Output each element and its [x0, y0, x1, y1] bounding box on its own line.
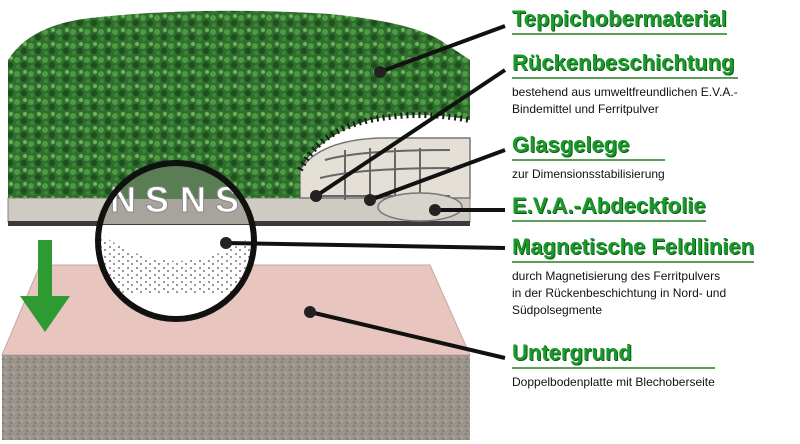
label-rueckenbeschichtung: Rückenbeschichtung bestehend aus umweltf…: [512, 50, 738, 118]
heading-underline: [512, 33, 727, 35]
magnet-letter: N: [180, 179, 206, 220]
floor-plate-side: [2, 355, 470, 440]
label-heading: Teppichobermaterial: [512, 6, 727, 31]
label-description: Doppelbodenplatte mit Blechoberseite: [512, 375, 715, 389]
label-heading: E.V.A.-Abdeckfolie: [512, 193, 706, 218]
heading-underline: [512, 77, 738, 79]
carpet-pile: [8, 10, 470, 198]
label-description: durch Magnetisierung des Ferritpulvers i…: [512, 269, 727, 317]
backing-coating-layer: [299, 137, 471, 199]
magnet-letter: S: [145, 179, 169, 220]
label-glasgelege: Glasgelege zur Dimensionsstabilisierung: [512, 132, 665, 183]
label-description: zur Dimensionsstabilisierung: [512, 167, 665, 181]
label-eva-abdeckfolie: E.V.A.-Abdeckfolie: [512, 193, 706, 222]
heading-underline: [512, 159, 665, 161]
label-description: bestehend aus umweltfreundlichen E.V.A.-…: [512, 85, 738, 116]
label-heading: Magnetische Feldlinien: [512, 234, 755, 259]
heading-underline: [512, 367, 715, 369]
label-teppichobermaterial: Teppichobermaterial: [512, 6, 727, 35]
label-untergrund: Untergrund Doppelbodenplatte mit Blechob…: [512, 340, 715, 391]
leader-lines: [220, 24, 507, 360]
magnifier-ring: [95, 160, 257, 322]
label-heading: Rückenbeschichtung: [512, 50, 735, 75]
label-magnetische-feldlinien: Magnetische Feldlinien durch Magnetisier…: [512, 234, 755, 319]
heading-underline: [512, 261, 755, 263]
down-arrow-icon: [20, 240, 70, 332]
heading-underline: [512, 220, 706, 222]
backing-bulge: [377, 192, 463, 222]
label-heading: Glasgelege: [512, 132, 630, 157]
label-heading: Untergrund: [512, 340, 632, 365]
